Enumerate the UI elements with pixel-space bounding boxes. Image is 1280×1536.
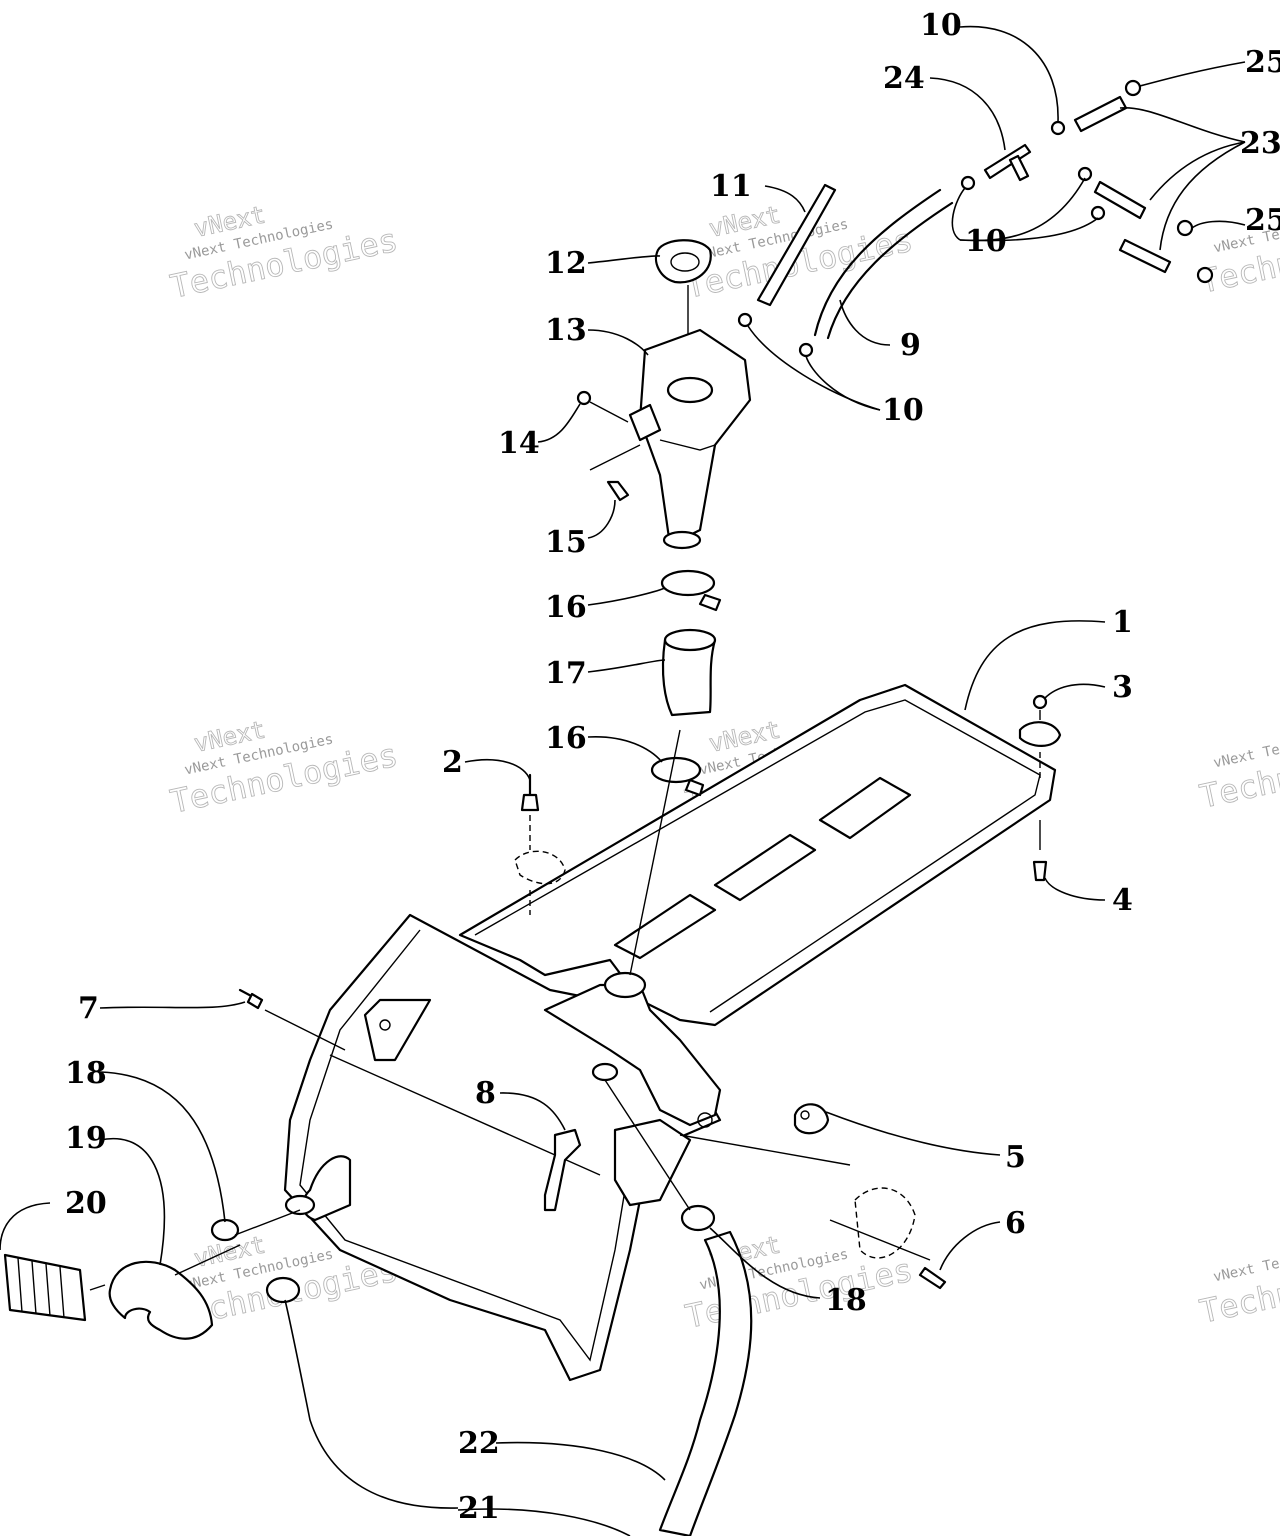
callout-15: 15 xyxy=(545,525,587,560)
callout-3: 3 xyxy=(1112,670,1133,705)
watermark-3: vNext vNext Technologies Technologies xyxy=(167,715,402,821)
callout-12: 12 xyxy=(545,246,587,281)
callout-18-left: 18 xyxy=(65,1056,107,1091)
part-13-reservoir xyxy=(628,328,752,550)
callout-24: 24 xyxy=(883,61,925,96)
callout-10-top: 10 xyxy=(920,8,962,43)
part-12-cap xyxy=(654,239,712,370)
callout-7: 7 xyxy=(78,991,99,1026)
part-14-nut xyxy=(576,390,629,423)
part-23-hoses xyxy=(1073,95,1172,274)
watermark-9: vNext Technologies Technologies xyxy=(1196,1238,1280,1331)
callout-8: 8 xyxy=(475,1076,496,1111)
callout-25-right: 25 xyxy=(1245,203,1280,238)
callout-23: 23 xyxy=(1240,126,1280,161)
part-18-clamp-left xyxy=(210,1209,301,1242)
part-4-screw xyxy=(1032,820,1048,882)
watermark-1: vNext vNext Technologies Technologies xyxy=(167,200,402,306)
part-5-plate xyxy=(679,1103,851,1166)
part-25-clamps xyxy=(1124,79,1214,284)
callout-1: 1 xyxy=(1112,605,1133,640)
part-15-screw xyxy=(589,444,641,502)
callout-10-lower: 10 xyxy=(882,393,924,428)
part-1-tunnel-panel xyxy=(458,683,1057,1027)
callout-2: 2 xyxy=(442,745,463,780)
part-10-clamps xyxy=(737,120,1106,358)
part-3-nut xyxy=(1018,694,1062,780)
part-24-tee-fitting xyxy=(983,143,1032,182)
callout-21: 21 xyxy=(458,1491,500,1526)
part-21-clamp xyxy=(265,1276,301,1304)
part-16-clamp-lower xyxy=(629,729,705,976)
part-8-bracket xyxy=(543,1128,582,1212)
callout-19: 19 xyxy=(65,1121,107,1156)
callout-5: 5 xyxy=(1005,1140,1026,1175)
callout-9: 9 xyxy=(900,328,921,363)
callout-16-lower: 16 xyxy=(545,721,587,756)
callout-20: 20 xyxy=(65,1186,107,1221)
part-20-bellows xyxy=(3,1253,106,1322)
part-17-hose xyxy=(661,628,717,717)
callout-25-top: 25 xyxy=(1245,45,1280,80)
callout-10-middle: 10 xyxy=(965,224,1007,259)
callout-18-right: 18 xyxy=(825,1283,867,1318)
part-7-rivet xyxy=(238,988,346,1051)
callout-22: 22 xyxy=(458,1426,500,1461)
part-9-hose xyxy=(813,188,954,340)
part-6-rivet xyxy=(829,1187,947,1290)
callout-17: 17 xyxy=(545,656,587,691)
part-16-clamp-upper xyxy=(660,569,722,612)
watermark-8: vNext Technologies Technologies xyxy=(1196,724,1280,816)
callout-6: 6 xyxy=(1005,1206,1026,1241)
part-11-hose xyxy=(756,183,837,307)
part-18-clamp-right xyxy=(604,1079,716,1232)
callout-16-upper: 16 xyxy=(545,590,587,625)
leader-lines xyxy=(0,25,1246,1536)
callout-14: 14 xyxy=(498,426,540,461)
callout-11: 11 xyxy=(710,169,752,204)
callout-4: 4 xyxy=(1112,883,1133,918)
part-19-elbow-hose xyxy=(108,1244,241,1340)
heat-exchanger-body xyxy=(283,913,722,1382)
callout-13: 13 xyxy=(545,313,587,348)
callout-labels: 1 2 3 4 5 6 7 8 9 10 10 10 11 12 13 14 1… xyxy=(65,8,1280,1526)
